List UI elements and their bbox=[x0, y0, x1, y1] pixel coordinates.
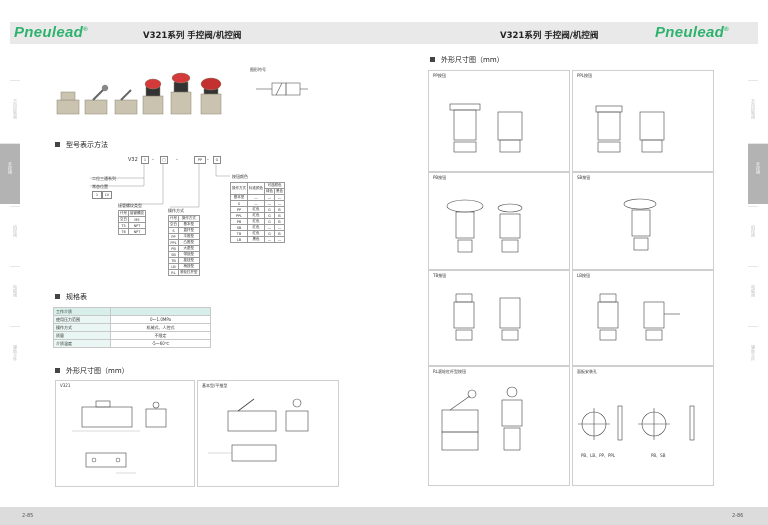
label-button-color: 按钮颜色 bbox=[232, 174, 248, 179]
label-operation: 操作方式 bbox=[168, 208, 184, 213]
model-box-2: □ bbox=[160, 156, 168, 164]
side-tab-solenoid-right[interactable]: 电磁阀 bbox=[748, 266, 758, 325]
panel-rl: RL滚轮杠杆型按钮 bbox=[428, 366, 570, 486]
label-normal-position: 常态位置 bbox=[92, 184, 108, 189]
model-leader-lines bbox=[90, 164, 230, 208]
dimension-drawings bbox=[441, 103, 695, 451]
right-header-bar bbox=[384, 22, 758, 44]
product-mushroom-button bbox=[170, 72, 192, 115]
brand-logo-right: Pneulead® bbox=[655, 24, 729, 41]
panel-mount-hole: 面板安装孔 PB、LB、PP、PPL PB、SB bbox=[572, 366, 714, 486]
panel-sb: SB按钮 bbox=[572, 172, 714, 270]
model-box-4: G bbox=[213, 156, 221, 164]
model-box-1: 1 bbox=[141, 156, 149, 164]
panel-pp: PP按钮 bbox=[428, 70, 570, 172]
model-dash-3: - bbox=[207, 157, 209, 163]
right-footer-bar bbox=[384, 507, 768, 525]
product-basic bbox=[56, 91, 80, 115]
side-tab-direction-right[interactable]: 方向控制阀 bbox=[748, 80, 758, 141]
position-option-lv: LV bbox=[102, 191, 112, 199]
product-roller-lever bbox=[84, 84, 109, 115]
symbol-label: 图形符号 bbox=[250, 67, 266, 72]
left-page: Pneulead® V321系列 手控阀/机控阀 方向控制阀 手控阀 机控阀 电… bbox=[0, 0, 384, 525]
left-header-bar bbox=[10, 22, 384, 44]
panel-lb: LB按钮 bbox=[572, 270, 714, 366]
left-footer-bar bbox=[0, 507, 384, 525]
mount-note-1: PB、LB、PP、PPL bbox=[581, 453, 616, 458]
side-tab-accessories[interactable]: 辅助元件 bbox=[10, 326, 20, 382]
drawing-v321: V321 bbox=[55, 380, 195, 487]
drawing-basic-push: 基本型/平推型 bbox=[197, 380, 339, 487]
right-page-number: 2-86 bbox=[732, 513, 744, 519]
label-3way-series: 二位三通系列 bbox=[92, 176, 116, 181]
mount-note-2: PB、SB bbox=[651, 453, 666, 458]
section-spec-heading: 规格表 bbox=[55, 292, 87, 302]
product-photos bbox=[56, 72, 222, 115]
model-dash-1: - bbox=[152, 157, 154, 163]
section-dims-heading: 外形尺寸图（mm） bbox=[55, 366, 129, 376]
side-tab-manual-valve[interactable]: 手控阀 bbox=[0, 143, 20, 204]
side-tab-direction[interactable]: 方向控制阀 bbox=[10, 80, 20, 141]
section-model-heading: 型号表示方法 bbox=[55, 140, 108, 150]
label-thread-type: 接管螺纹类型 bbox=[118, 203, 142, 208]
side-tab-manual-valve-right[interactable]: 手控阀 bbox=[748, 143, 768, 204]
right-page: V321系列 手控阀/机控阀 Pneulead® 方向控制阀 手控阀 机控阀 电… bbox=[384, 0, 768, 525]
brand-logo: Pneulead® bbox=[14, 24, 88, 41]
valve-symbol bbox=[256, 82, 308, 96]
model-box-3: PP bbox=[194, 156, 206, 164]
panel-ppl: PPL按钮 bbox=[572, 70, 714, 172]
side-tab-accessories-right[interactable]: 辅助元件 bbox=[748, 326, 758, 382]
page-title-right: V321系列 手控阀/机控阀 bbox=[500, 31, 599, 41]
position-option-1: 1 bbox=[92, 191, 102, 199]
model-prefix: V32 bbox=[128, 157, 138, 163]
product-red-button bbox=[142, 78, 164, 115]
product-selector-button bbox=[200, 77, 222, 115]
panel-pb: PB按钮 bbox=[428, 172, 570, 270]
side-tab-solenoid-valve[interactable]: 电磁阀 bbox=[10, 266, 20, 325]
side-tab-mechanical-valve[interactable]: 机控阀 bbox=[10, 206, 20, 265]
side-tab-mechanical-right[interactable]: 机控阀 bbox=[748, 206, 758, 265]
product-lever bbox=[114, 89, 138, 115]
section-dims-right-heading: 外形尺寸图（mm） bbox=[430, 55, 504, 65]
page-title: V321系列 手控阀/机控阀 bbox=[143, 31, 242, 41]
left-page-number: 2-85 bbox=[22, 513, 34, 519]
panel-tb: TB按钮 bbox=[428, 270, 570, 366]
model-dash-2: - bbox=[176, 157, 178, 163]
